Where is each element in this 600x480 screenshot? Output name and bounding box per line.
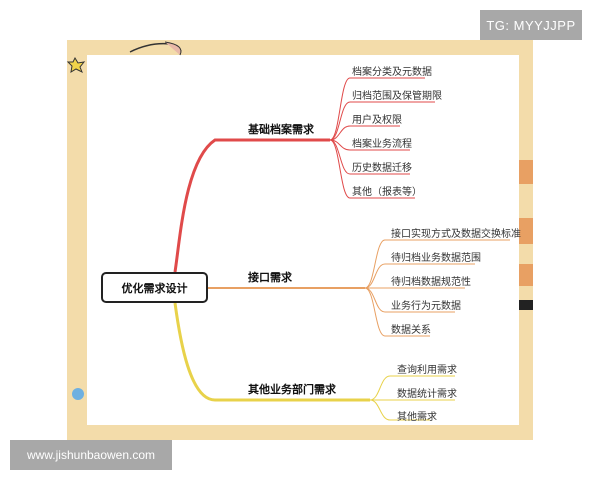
leaf-node[interactable]: 接口实现方式及数据交换标准 bbox=[391, 229, 521, 240]
leaf-node[interactable]: 待归档业务数据范围 bbox=[391, 253, 481, 264]
leaf-node[interactable]: 档案分类及元数据 bbox=[352, 67, 432, 78]
leaf-node[interactable]: 归档范围及保管期限 bbox=[352, 91, 442, 102]
star-icon bbox=[66, 56, 86, 74]
branch-other-departments[interactable]: 其他业务部门需求 bbox=[248, 383, 336, 396]
leaf-node[interactable]: 数据关系 bbox=[391, 325, 431, 336]
root-node[interactable]: 优化需求设计 bbox=[101, 272, 208, 303]
leaf-node[interactable]: 历史数据迁移 bbox=[352, 163, 412, 174]
leaf-node[interactable]: 数据统计需求 bbox=[397, 389, 457, 400]
leaf-node[interactable]: 待归档数据规范性 bbox=[391, 277, 471, 288]
leaf-node[interactable]: 业务行为元数据 bbox=[391, 301, 461, 312]
watermark-tg: TG: MYYJJPP bbox=[480, 10, 582, 40]
leaf-node[interactable]: 用户及权限 bbox=[352, 115, 402, 126]
watermark-site: www.jishunbaowen.com bbox=[10, 440, 172, 470]
leaf-node[interactable]: 其他需求 bbox=[397, 412, 437, 423]
leaf-node[interactable]: 档案业务流程 bbox=[352, 139, 412, 150]
leaf-node[interactable]: 其他（报表等） bbox=[352, 187, 422, 198]
branch-interface[interactable]: 接口需求 bbox=[248, 271, 292, 284]
branch-basic-archive[interactable]: 基础档案需求 bbox=[248, 123, 314, 136]
leaf-node[interactable]: 查询利用需求 bbox=[397, 365, 457, 376]
